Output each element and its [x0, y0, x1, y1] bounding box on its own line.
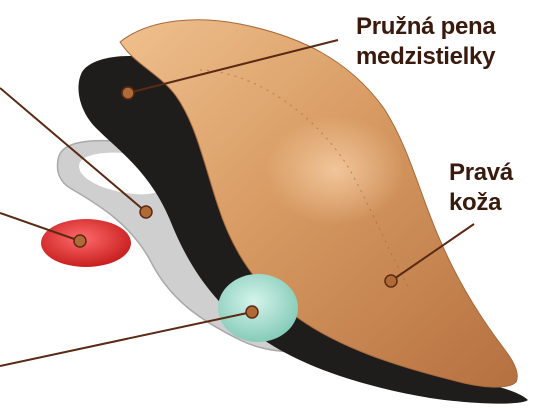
leader-foam-dot [122, 87, 134, 99]
leather-arch-highlight [265, 115, 405, 225]
callout-foam-line-1: Pružná pena [356, 13, 495, 40]
callout-leather-line-1: Pravá [449, 159, 513, 186]
leader-mint-pad-dot [246, 306, 258, 318]
callout-foam-line-2: medzistielky [356, 43, 495, 70]
leader-leather-dot [385, 275, 397, 287]
leader-red-pad-dot [74, 235, 86, 247]
callout-leather-line-2: koža [449, 189, 501, 216]
leader-frame-dot [140, 206, 152, 218]
callout-flexible-foam-label: Pružná pena medzistielky [356, 12, 532, 72]
mint-heel-pad [218, 274, 298, 342]
callout-natural-leather-label: Pravá koža [449, 158, 533, 218]
leader-mint-pad-line [0, 312, 252, 366]
